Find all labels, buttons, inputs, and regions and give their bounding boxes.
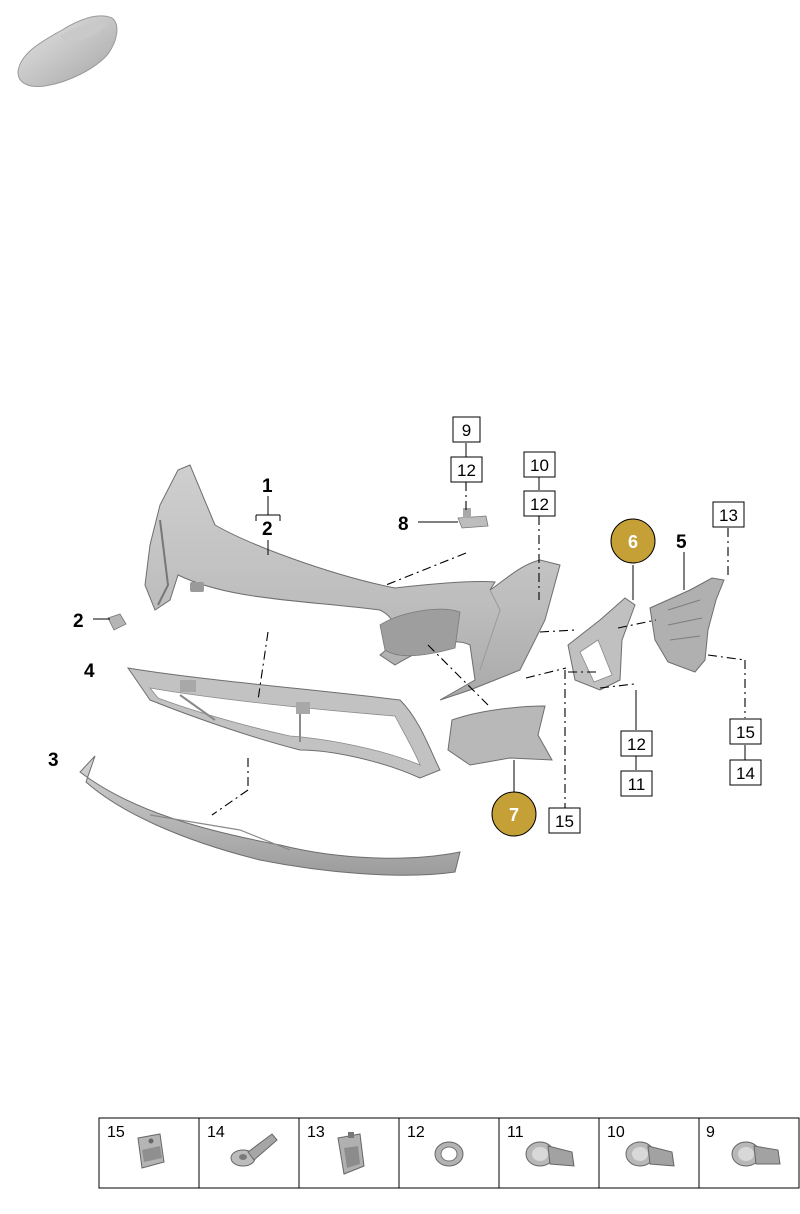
table-cell-13[interactable]: 13 [307,1124,365,1175]
callout-3: 3 [48,750,59,771]
part-mounting-bracket [567,597,636,691]
callout-1: 1 [262,476,273,497]
svg-text:14: 14 [736,764,755,783]
circled-callout-7[interactable]: 7 [491,791,537,837]
callout-2: 2 [262,519,273,540]
svg-text:9: 9 [706,1124,715,1141]
svg-text:12: 12 [407,1124,425,1141]
bold-callouts: 1 2 2 4 3 8 5 [48,476,687,771]
expansion-rivet-icon [230,1133,278,1167]
part-side-carrier [649,577,725,673]
svg-text:11: 11 [628,775,646,794]
car-silhouette-icon [17,15,118,87]
part-side-trim [447,705,553,766]
table-cell-10[interactable]: 10 [607,1124,675,1167]
box-10[interactable]: 10 [523,451,556,478]
callout-2-cap: 2 [73,611,84,632]
part-grille-frame [126,667,441,779]
box-15-mid[interactable]: 15 [548,807,581,834]
svg-text:15: 15 [107,1124,125,1141]
svg-text:9: 9 [462,421,471,440]
svg-text:13: 13 [307,1124,325,1141]
circled-callout-6[interactable]: 6 [610,518,656,564]
svg-text:6: 6 [628,532,638,552]
callout-4: 4 [84,661,95,682]
box-13[interactable]: 13 [712,501,745,528]
parking-sensor-icon [731,1141,781,1167]
svg-text:14: 14 [207,1124,225,1141]
box-11[interactable]: 11 [620,770,653,797]
table-cell-15[interactable]: 15 [107,1124,165,1169]
boxed-callouts: 9 12 10 12 13 12 11 15 [450,416,762,834]
box-12-c[interactable]: 12 [620,730,653,757]
box-12-b[interactable]: 12 [523,490,556,517]
svg-text:12: 12 [530,495,549,514]
box-9[interactable]: 9 [452,416,481,443]
box-12-top[interactable]: 12 [450,456,483,483]
svg-text:12: 12 [457,461,476,480]
svg-text:10: 10 [530,456,549,475]
table-cell-11[interactable]: 11 [507,1124,575,1167]
box-15-right[interactable]: 15 [729,718,762,745]
callout-5: 5 [676,532,687,553]
svg-text:13: 13 [719,506,738,525]
callout-8: 8 [398,514,409,535]
box-14[interactable]: 14 [729,759,762,786]
part-lower-spoiler [79,755,461,876]
leader-lines [93,443,746,816]
part-tow-hook-cap [107,613,127,631]
table-cell-9[interactable]: 9 [706,1124,781,1167]
svg-text:15: 15 [736,723,755,742]
part-small-bracket [457,508,489,529]
svg-text:11: 11 [507,1124,524,1141]
svg-text:15: 15 [555,812,574,831]
clip-nut-icon [137,1133,165,1169]
parts-table: 15 14 13 12 [98,1117,800,1189]
svg-text:12: 12 [627,735,646,754]
parking-sensor-icon [625,1141,675,1167]
svg-text:10: 10 [607,1124,625,1141]
mounting-clip-icon [337,1132,365,1175]
part-bumper-cover [144,464,561,701]
svg-text:7: 7 [509,805,519,825]
parking-sensor-icon [525,1141,575,1167]
table-cell-14[interactable]: 14 [207,1124,278,1167]
sealing-ring-icon [434,1141,464,1167]
table-cell-12[interactable]: 12 [407,1124,464,1167]
